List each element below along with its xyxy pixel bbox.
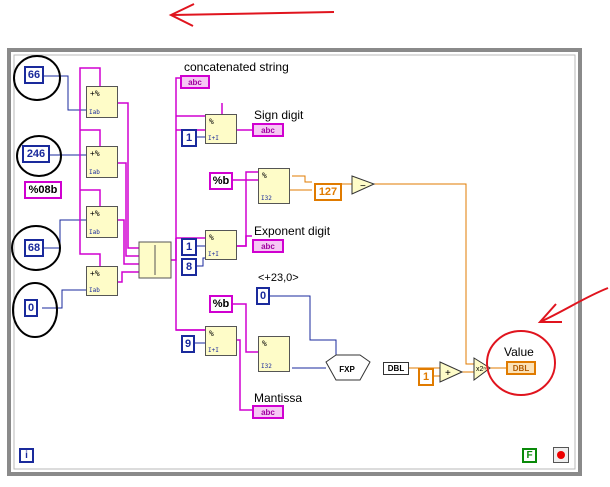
subset-glyph: %	[209, 233, 214, 242]
format-glyph: +%	[90, 209, 100, 218]
subtract-sign: −	[360, 181, 366, 192]
scale-by-power-of-2-node[interactable]	[473, 357, 491, 381]
format-foot: Iab	[89, 169, 100, 176]
format-glyph: +%	[90, 89, 100, 98]
value-indicator[interactable]: DBL	[506, 361, 536, 375]
range-label: <+23,0>	[258, 272, 299, 284]
red-annotations	[168, 3, 609, 396]
scan-glyph: %	[262, 339, 267, 348]
subset-glyph: %	[209, 329, 214, 338]
subset-foot: I+I	[208, 251, 219, 258]
exponent-offset-constant[interactable]: 1	[181, 238, 197, 256]
format-foot: Iab	[89, 109, 100, 116]
format-into-string-node-3[interactable]: +% Iab	[86, 206, 118, 238]
power-node-label: FXP	[339, 364, 355, 374]
loop-iteration-terminal[interactable]: i	[19, 448, 34, 463]
format-constant-b-exponent[interactable]: %b	[209, 172, 233, 190]
mantissa-offset-constant[interactable]: 9	[181, 335, 195, 353]
exponent-digit-indicator[interactable]: abc	[252, 239, 284, 253]
mantissa-label: Mantissa	[254, 391, 303, 405]
format-into-string-node-1[interactable]: +% Iab	[86, 86, 118, 118]
scan-foot: I32	[261, 363, 272, 370]
while-loop-inner-border	[13, 54, 576, 470]
subset-foot: I+I	[208, 347, 219, 354]
top-arrow-shaft	[171, 11, 335, 16]
range-start-constant[interactable]: 0	[256, 287, 270, 305]
sign-digit-indicator[interactable]: abc	[252, 123, 284, 137]
value-highlight-circle	[486, 330, 556, 396]
string-subset-node-mantissa[interactable]: % I+I	[205, 326, 237, 356]
format-foot: Iab	[89, 229, 100, 236]
format-foot: Iab	[89, 287, 100, 294]
format-constant-b-mantissa[interactable]: %b	[209, 295, 233, 313]
string-subset-node-sign[interactable]: % I+I	[205, 114, 237, 144]
while-loop-frame[interactable]	[7, 48, 582, 476]
constant-246[interactable]: 246	[22, 145, 50, 163]
sign-offset-constant[interactable]: 1	[181, 129, 197, 147]
exponent-length-constant[interactable]: 8	[181, 258, 197, 276]
top-arrow-head	[168, 3, 195, 27]
to-double-node[interactable]: DBL	[383, 362, 409, 375]
exponent-digit-label: Exponent digit	[254, 224, 331, 238]
string-subset-node-exponent[interactable]: % I+I	[205, 230, 237, 260]
add-sign: +	[445, 368, 451, 379]
constant-68[interactable]: 68	[24, 239, 44, 257]
bias-constant-127[interactable]: 127	[314, 183, 342, 201]
value-label: Value	[504, 345, 534, 359]
constant-66[interactable]: 66	[24, 66, 44, 84]
format-glyph: +%	[90, 269, 100, 278]
scan-foot: I32	[261, 195, 272, 202]
format-into-string-node-4[interactable]: +% Iab	[86, 266, 118, 296]
right-arrow-shaft	[539, 287, 609, 323]
mantissa-indicator[interactable]: abc	[252, 405, 284, 419]
subset-foot: I+I	[208, 135, 219, 142]
stop-constant-false[interactable]: F	[522, 448, 537, 463]
one-constant[interactable]: 1	[418, 368, 434, 386]
integer-wires	[42, 75, 337, 369]
concatenated-string-indicator[interactable]: abc	[180, 75, 210, 89]
add-node[interactable]	[439, 361, 464, 383]
stop-icon	[557, 451, 565, 459]
loop-condition-terminal[interactable]	[553, 447, 569, 463]
constant-highlight-circles	[11, 55, 62, 338]
format-constant-08b[interactable]: %08b	[24, 181, 62, 199]
format-glyph: +%	[90, 149, 100, 158]
double-wires	[290, 175, 506, 377]
scan-glyph: %	[262, 171, 267, 180]
concatenated-string-label: concatenated string	[184, 60, 289, 74]
subset-glyph: %	[209, 117, 214, 126]
subtract-node[interactable]	[351, 175, 376, 195]
right-arrow-head	[537, 303, 562, 323]
string-wires	[79, 67, 258, 411]
sign-digit-label: Sign digit	[254, 108, 304, 122]
constant-0[interactable]: 0	[24, 299, 38, 317]
scan-from-string-node-exponent[interactable]: % I32	[258, 168, 290, 204]
power-node[interactable]	[325, 354, 371, 381]
format-into-string-node-2[interactable]: +% Iab	[86, 146, 118, 178]
scan-from-string-node-mantissa[interactable]: % I32	[258, 336, 290, 372]
scale-by-power-of-2-label: x2ⁿ	[476, 366, 486, 373]
